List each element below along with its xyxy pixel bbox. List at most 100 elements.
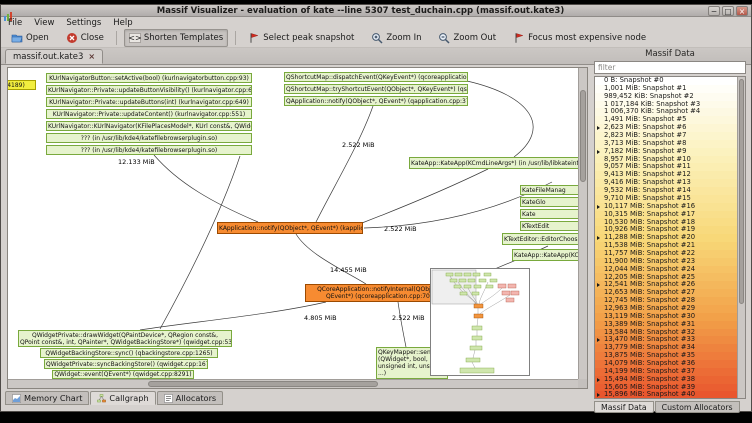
graph-node[interactable]: KateFileManag	[520, 185, 582, 195]
graph-node[interactable]: ??? (in /usr/lib/kde4/katefilebrowserplu…	[46, 145, 252, 155]
snapshot-item[interactable]: 12,541 MiB: Snapshot #26	[595, 281, 737, 290]
expand-arrow-icon[interactable]	[597, 393, 600, 398]
zoom-out-button[interactable]: Zoom Out	[433, 29, 501, 47]
canvas-horizontal-scrollbar[interactable]	[8, 379, 578, 388]
snapshot-item[interactable]: 13,119 MiB: Snapshot #30	[595, 312, 737, 321]
graph-node[interactable]: KUrlNavigator::KUrlNavigator(KFilePlaces…	[46, 121, 252, 131]
expand-arrow-icon[interactable]	[597, 149, 600, 154]
snapshot-item[interactable]: 9,710 MiB: Snapshot #15	[595, 194, 737, 203]
focus-most-expensive-node-button[interactable]: Focus most expensive node	[508, 29, 651, 47]
snapshot-item[interactable]: 11,900 MiB: Snapshot #23	[595, 257, 737, 266]
snapshot-item[interactable]: 15,494 MiB: Snapshot #38	[595, 375, 737, 384]
graph-node[interactable]: KateApp::KateApp(KC	[512, 249, 582, 261]
snapshot-item[interactable]: 9,057 MiB: Snapshot #11	[595, 163, 737, 172]
scroll-thumb[interactable]	[580, 90, 586, 182]
snapshot-item[interactable]: 1,491 MiB: Snapshot #5	[595, 116, 737, 125]
close-button[interactable]: ×	[736, 5, 748, 16]
snapshot-item[interactable]: 7,182 MiB: Snapshot #9	[595, 147, 737, 156]
snapshot-item[interactable]: 1 017,184 KiB: Snapshot #3	[595, 100, 737, 109]
graph-node[interactable]: QWidget::event(QEvent*) (qwidget.cpp:829…	[52, 370, 194, 379]
graph-node[interactable]: KUrlNavigator::Private::updateButtons(in…	[46, 97, 252, 107]
graph-node[interactable]: KateGlo	[520, 197, 582, 207]
snapshot-item[interactable]: 14,199 MiB: Snapshot #37	[595, 367, 737, 376]
shorten-templates-button[interactable]: <>Shorten Templates	[123, 28, 229, 47]
filter-input[interactable]	[594, 61, 746, 74]
snapshot-item[interactable]: 1 006,370 KiB: Snapshot #4	[595, 108, 737, 117]
graph-node[interactable]: KUrlNavigator::Private::updateButtonVisi…	[46, 85, 252, 95]
expand-arrow-icon[interactable]	[597, 377, 600, 382]
canvas-vertical-scrollbar[interactable]	[578, 68, 587, 379]
snapshot-item[interactable]: 13,389 MiB: Snapshot #31	[595, 320, 737, 329]
expand-arrow-icon[interactable]	[597, 126, 600, 131]
graph-node[interactable]: KApplication::notify(QObject*, QEvent*) …	[217, 222, 363, 234]
snapshot-item[interactable]: 11,288 MiB: Snapshot #20	[595, 233, 737, 243]
snapshot-item[interactable]: 0 B: Snapshot #0	[595, 77, 737, 85]
snapshot-item[interactable]: 12,745 MiB: Snapshot #28	[595, 296, 737, 305]
close-document-button[interactable]: Close	[61, 29, 109, 47]
snapshot-item[interactable]: 9,416 MiB: Snapshot #13	[595, 178, 737, 188]
snapshot-item[interactable]: 13,470 MiB: Snapshot #33	[595, 336, 737, 345]
graph-node[interactable]: QCoreApplication::notifyInternal(QObject…	[305, 284, 457, 302]
zoom-in-button[interactable]: Zoom In	[366, 29, 426, 47]
expand-arrow-icon[interactable]	[597, 283, 600, 288]
document-tab[interactable]: massif.out.kate3 ×	[5, 49, 104, 64]
scroll-thumb[interactable]	[148, 381, 378, 387]
graph-node[interactable]: KTextEditor::EditorChoos	[502, 233, 582, 245]
snapshot-item[interactable]: 11,757 MiB: Snapshot #22	[595, 249, 737, 258]
snapshot-item[interactable]: 2,823 MiB: Snapshot #7	[595, 131, 737, 140]
maximize-button[interactable]: □	[722, 5, 734, 16]
snapshot-item[interactable]: 3,713 MiB: Snapshot #8	[595, 139, 737, 148]
graph-node[interactable]: 4189)	[8, 80, 36, 90]
snapshot-item[interactable]: 13,584 MiB: Snapshot #32	[595, 328, 737, 337]
graph-node[interactable]: QShortcutMap::dispatchEvent(QKeyEvent*) …	[284, 72, 468, 82]
graph-node[interactable]: QWidgetPrivate::syncBackingStore() (qwid…	[44, 359, 208, 369]
menu-help[interactable]: Help	[113, 17, 133, 28]
dock-tab-custom-allocators[interactable]: Custom Allocators	[654, 401, 740, 413]
graph-node[interactable]: ??? (in /usr/lib/kde4/katefilebrowserplu…	[46, 133, 252, 143]
graph-node[interactable]: QShortcutMap::tryShortcutEvent(QObject*,…	[284, 84, 468, 94]
tab-memory-chart[interactable]: Memory Chart	[5, 391, 90, 405]
graph-node[interactable]: Kate	[520, 209, 582, 219]
snapshot-item[interactable]: 10,530 MiB: Snapshot #18	[595, 218, 737, 227]
tab-allocators[interactable]: Allocators	[156, 391, 224, 405]
snapshot-item[interactable]: 12,963 MiB: Snapshot #29	[595, 304, 737, 313]
expand-arrow-icon[interactable]	[597, 204, 600, 209]
snapshot-item[interactable]: 10,117 MiB: Snapshot #16	[595, 202, 737, 211]
snapshot-item[interactable]: 9,532 MiB: Snapshot #14	[595, 186, 737, 195]
title-bar[interactable]: Massif Visualizer - evaluation of kate -…	[1, 5, 751, 21]
snapshot-item[interactable]: 12,044 MiB: Snapshot #24	[595, 265, 737, 274]
graph-node[interactable]: QWidgetPrivate::drawWidget(QPaintDevice*…	[18, 330, 232, 347]
snapshot-item[interactable]: 10,315 MiB: Snapshot #17	[595, 210, 737, 219]
scroll-thumb[interactable]	[739, 79, 744, 304]
expand-arrow-icon[interactable]	[597, 236, 600, 241]
snapshot-item[interactable]: 11,538 MiB: Snapshot #21	[595, 241, 737, 250]
dock-tab-massif-data[interactable]: Massif Data	[594, 401, 654, 413]
snapshot-item[interactable]: 1,001 MiB: Snapshot #1	[595, 84, 737, 93]
snapshot-item[interactable]: 8,957 MiB: Snapshot #10	[595, 155, 737, 164]
snapshot-item[interactable]: 12,205 MiB: Snapshot #25	[595, 273, 737, 282]
snapshot-list-scrollbar[interactable]	[737, 77, 745, 398]
snapshot-item[interactable]: 13,875 MiB: Snapshot #35	[595, 351, 737, 360]
callgraph-canvas[interactable]: 4189) KUrlNavigatorButton::setActive(bool…	[7, 67, 588, 389]
graph-overview[interactable]	[430, 268, 530, 376]
graph-node[interactable]: KTextEdit	[520, 221, 582, 231]
snapshot-item[interactable]: 989,452 KiB: Snapshot #2	[595, 92, 737, 101]
tab-callgraph[interactable]: Callgraph	[90, 391, 156, 405]
graph-node[interactable]: KUrlNavigator::Private::updateContent() …	[46, 109, 252, 119]
snapshot-item[interactable]: 14,079 MiB: Snapshot #36	[595, 359, 737, 368]
graph-node[interactable]: KUrlNavigatorButton::setActive(bool) (ku…	[46, 73, 252, 83]
select-peak-snapshot-button[interactable]: Select peak snapshot	[243, 29, 359, 47]
snapshot-item[interactable]: 2,623 MiB: Snapshot #6	[595, 123, 737, 133]
dock-title[interactable]: Massif Data	[645, 49, 695, 59]
snapshot-item[interactable]: 9,413 MiB: Snapshot #12	[595, 171, 737, 180]
snapshot-item[interactable]: 15,605 MiB: Snapshot #39	[595, 383, 737, 392]
menu-view[interactable]: View	[34, 17, 55, 28]
menu-file[interactable]: File	[8, 17, 23, 28]
open-button[interactable]: Open	[6, 29, 54, 47]
graph-node[interactable]: KateApp::KateApp(KCmdLineArgs*) (in /usr…	[409, 157, 579, 169]
snapshot-item[interactable]: 12,653 MiB: Snapshot #27	[595, 288, 737, 298]
snapshot-item[interactable]: 13,779 MiB: Snapshot #34	[595, 343, 737, 353]
tab-close-icon[interactable]: ×	[88, 51, 96, 61]
graph-node[interactable]: QWidgetBackingStore::sync() (qbackingsto…	[40, 348, 218, 358]
snapshot-item[interactable]: 10,926 MiB: Snapshot #19	[595, 226, 737, 235]
